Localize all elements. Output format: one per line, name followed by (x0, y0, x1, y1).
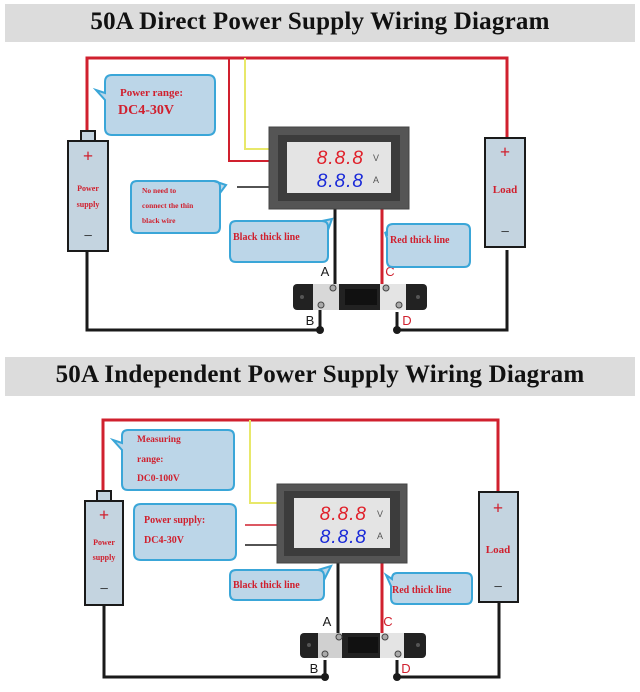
callout-measuring-range: Measuring range: DC0-100V (109, 429, 235, 491)
current-display: 8.8.8 (320, 527, 367, 548)
terminal-a-label: A (321, 264, 330, 279)
diagram-direct: + Power supply − + Load − 8.8.8 V 8.8.8 … (67, 56, 526, 334)
terminal-b-label: B (306, 313, 315, 328)
volt-amp-meter: 8.8.8 V 8.8.8 A (276, 483, 408, 564)
callout-thin-wire-line2: connect the thin (142, 201, 194, 210)
power-supply-label-2: supply (77, 200, 100, 209)
black-wire-bottom-right (395, 602, 501, 679)
red-wire-meter-supply (228, 58, 270, 162)
junction-d (393, 326, 401, 334)
callout-measuring-range-line2: range: (137, 455, 163, 465)
shunt-resistor: A B C D (300, 614, 426, 676)
diagram-independent: + Power supply − + Load − 8.8.8 V 8.8.8 … (84, 418, 519, 681)
current-unit: A (373, 175, 379, 185)
callout-thin-wire-line3: black wire (142, 216, 176, 225)
terminal-d-label: D (401, 661, 410, 676)
callout-power-range-line2: DC4-30V (118, 103, 174, 118)
junction-d (393, 673, 401, 681)
callout-power-supply: Power supply: DC4-30V (133, 503, 237, 561)
diagram-title-direct: 50A Direct Power Supply Wiring Diagram (5, 4, 635, 42)
callout-power-supply-line1: Power supply: (144, 515, 205, 526)
terminal-a-label: A (323, 614, 332, 629)
load-minus: − (493, 579, 502, 596)
red-wire-top (101, 418, 500, 492)
power-supply-minus: − (99, 581, 108, 598)
load-label: Load (493, 184, 517, 196)
power-supply-minus: − (83, 228, 92, 245)
power-supply-label-1: Power (93, 538, 115, 547)
power-supply-plus: + (83, 146, 93, 166)
power-supply-label-1: Power (77, 184, 99, 193)
junction-b (321, 673, 329, 681)
callout-black-thick-text: Black thick line (233, 580, 300, 591)
terminal-c-label: C (385, 264, 394, 279)
shunt-resistor: A B C D (293, 264, 427, 328)
voltage-unit: V (377, 509, 383, 519)
power-supply-box: + Power supply − (67, 130, 109, 252)
power-supply-plus: + (99, 505, 109, 525)
current-unit: A (377, 531, 383, 541)
callout-red-thick-text: Red thick line (390, 235, 450, 246)
callout-power-range-line1: Power range: (120, 87, 183, 99)
load-label: Load (486, 544, 510, 556)
black-wire-bottom-left (85, 250, 322, 332)
power-supply-box: + Power supply − (84, 490, 124, 606)
callout-red-thick-line: Red thick line (384, 223, 471, 268)
callout-red-thick-text: Red thick line (392, 585, 452, 596)
callout-black-thick-text: Black thick line (233, 232, 300, 243)
current-display: 8.8.8 (317, 171, 364, 192)
black-wire-bottom-left (102, 605, 327, 679)
load-box: + Load − (478, 491, 519, 603)
callout-power-range: Power range: DC4-30V (92, 74, 216, 136)
red-wire-top (85, 56, 509, 138)
yellow-wire-voltage-sense (244, 58, 270, 150)
callout-power-supply-line2: DC4-30V (144, 535, 185, 546)
callout-thin-wire-line1: No need to (142, 186, 176, 195)
load-box: + Load − (484, 137, 526, 248)
power-supply-label-2: supply (93, 553, 116, 562)
junction-b (316, 326, 324, 334)
terminal-c-label: C (383, 614, 392, 629)
diagram-title-independent: 50A Independent Power Supply Wiring Diag… (5, 357, 635, 396)
voltage-unit: V (373, 153, 379, 163)
callout-red-thick-line: Red thick line (383, 572, 473, 605)
load-plus: + (493, 498, 503, 518)
callout-thin-wire: No need to connect the thin black wire (130, 180, 228, 234)
black-wire-bottom-right (395, 250, 509, 332)
load-plus: + (500, 142, 510, 162)
voltage-display: 8.8.8 (320, 504, 367, 525)
yellow-wire-voltage-sense (249, 420, 278, 504)
callout-black-thick-line: Black thick line (229, 564, 333, 601)
callout-measuring-range-line1: Measuring (137, 435, 181, 445)
volt-amp-meter: 8.8.8 V 8.8.8 A (268, 126, 410, 210)
voltage-display: 8.8.8 (317, 148, 364, 169)
callout-black-thick-line: Black thick line (229, 217, 334, 263)
terminal-b-label: B (310, 661, 319, 676)
load-minus: − (500, 224, 509, 241)
callout-measuring-range-line3: DC0-100V (137, 474, 180, 484)
terminal-d-label: D (402, 313, 411, 328)
